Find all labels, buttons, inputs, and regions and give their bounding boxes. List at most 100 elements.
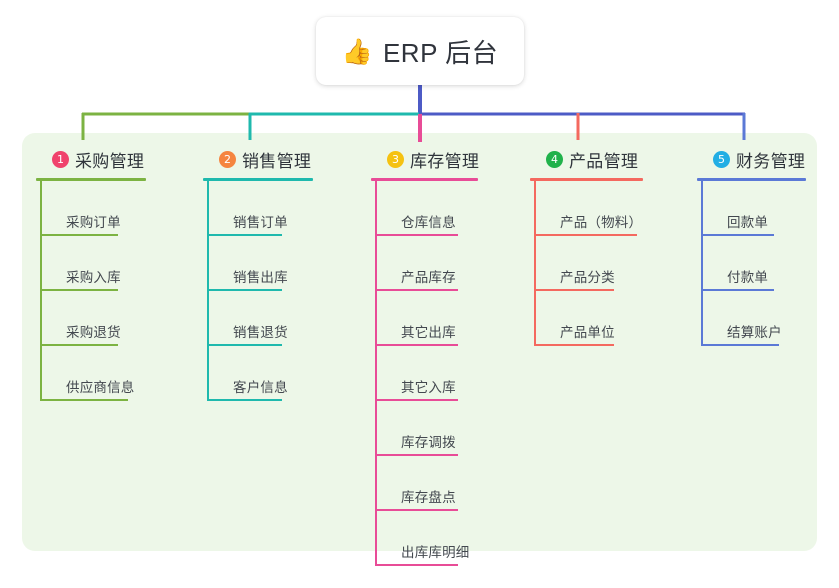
leaf-underline [40, 234, 118, 236]
branch-underline [530, 178, 643, 181]
root-title: ERP 后台 [382, 37, 499, 68]
leaf-underline [207, 344, 282, 346]
leaf-underline [375, 509, 458, 511]
leaf-item[interactable]: 产品（物料） [532, 181, 643, 236]
leaf-underline [701, 234, 774, 236]
leaf-item-label: 仓库信息 [401, 215, 456, 230]
leaf-item-label: 采购入库 [66, 270, 121, 285]
leaf-underline [534, 234, 637, 236]
leaf-item-label: 客户信息 [233, 380, 288, 395]
branch-underline [697, 178, 806, 181]
leaf-item[interactable]: 仓库信息 [373, 181, 479, 236]
leaf-item[interactable]: 库存调拨 [373, 401, 479, 456]
leaf-item[interactable]: 销售出库 [205, 236, 313, 291]
leaf-item[interactable]: 客户信息 [205, 346, 313, 401]
leaf-item[interactable]: 产品库存 [373, 236, 479, 291]
branch-title: 采购管理 [75, 151, 145, 171]
leaf-item-label: 销售退货 [233, 325, 288, 340]
leaf-underline [375, 234, 458, 236]
branch-number-badge: 3 [387, 150, 404, 168]
leaf-underline [40, 344, 118, 346]
branch-item-list: 回款单付款单结算账户 [697, 181, 806, 346]
leaf-item[interactable]: 采购订单 [38, 181, 146, 236]
leaf-underline [534, 289, 614, 291]
branch-number-badge: 4 [546, 150, 563, 168]
leaf-item-label: 产品分类 [560, 270, 615, 285]
branch-column-2: 2 销售管理销售订单销售出库销售退货客户信息 [203, 146, 313, 401]
leaf-connector-stem [207, 291, 209, 346]
leaf-item[interactable]: 出库库明细 [373, 511, 479, 566]
leaf-underline [40, 289, 118, 291]
branch-title: 销售管理 [242, 151, 312, 171]
leaf-item-label: 出库库明细 [401, 545, 470, 560]
leaf-item[interactable]: 结算账户 [699, 291, 806, 346]
branch-item-list: 采购订单采购入库采购退货供应商信息 [36, 181, 146, 401]
leaf-connector-stem [40, 291, 42, 346]
leaf-item[interactable]: 产品分类 [532, 236, 643, 291]
leaf-item-label: 库存盘点 [401, 490, 456, 505]
leaf-item[interactable]: 其它入库 [373, 346, 479, 401]
leaf-connector-stem [40, 181, 42, 236]
leaf-connector-stem [375, 346, 377, 401]
leaf-connector-stem [701, 181, 703, 236]
root-node[interactable]: 👍 ERP 后台 [316, 17, 524, 85]
leaf-connector-stem [375, 511, 377, 566]
thumbs-up-icon: 👍 [341, 37, 373, 66]
leaf-item-label: 销售订单 [233, 215, 288, 230]
leaf-item[interactable]: 销售退货 [205, 291, 313, 346]
leaf-item[interactable]: 付款单 [699, 236, 806, 291]
leaf-item[interactable]: 其它出库 [373, 291, 479, 346]
branch-title: 产品管理 [569, 151, 639, 171]
leaf-item-label: 回款单 [727, 215, 769, 230]
leaf-item-label: 产品（物料） [560, 215, 643, 230]
branch-header-1[interactable]: 1 采购管理 [36, 146, 146, 172]
leaf-connector-stem [701, 291, 703, 346]
leaf-item-label: 付款单 [727, 270, 769, 285]
leaf-item[interactable]: 采购入库 [38, 236, 146, 291]
leaf-connector-stem [375, 456, 377, 511]
branch-column-1: 1 采购管理采购订单采购入库采购退货供应商信息 [36, 146, 146, 401]
branch-item-list: 仓库信息产品库存其它出库其它入库库存调拨库存盘点出库库明细 [371, 181, 479, 566]
leaf-item-label: 采购退货 [66, 325, 121, 340]
leaf-underline [701, 289, 774, 291]
leaf-connector-stem [40, 346, 42, 401]
leaf-item[interactable]: 采购退货 [38, 291, 146, 346]
leaf-item-label: 产品单位 [560, 325, 615, 340]
leaf-connector-stem [207, 236, 209, 291]
leaf-item-label: 销售出库 [233, 270, 288, 285]
branch-column-5: 5 财务管理回款单付款单结算账户 [697, 146, 806, 346]
branch-header-5[interactable]: 5 财务管理 [697, 146, 806, 172]
leaf-connector-stem [375, 236, 377, 291]
leaf-item[interactable]: 库存盘点 [373, 456, 479, 511]
branch-header-2[interactable]: 2 销售管理 [203, 146, 313, 172]
branch-number-badge: 2 [219, 150, 236, 168]
leaf-connector-stem [375, 181, 377, 236]
leaf-item[interactable]: 回款单 [699, 181, 806, 236]
branch-number-badge: 1 [52, 150, 69, 168]
leaf-item-label: 其它入库 [401, 380, 456, 395]
leaf-underline [207, 234, 282, 236]
branch-number-badge: 5 [713, 150, 730, 168]
branch-header-4[interactable]: 4 产品管理 [530, 146, 643, 172]
leaf-underline [701, 344, 779, 346]
leaf-item[interactable]: 供应商信息 [38, 346, 146, 401]
branch-title: 财务管理 [736, 151, 806, 171]
branch-item-list: 产品（物料） 产品分类产品单位 [530, 181, 643, 346]
leaf-connector-stem [207, 181, 209, 236]
leaf-connector-stem [701, 236, 703, 291]
leaf-item[interactable]: 销售订单 [205, 181, 313, 236]
leaf-item-label: 结算账户 [727, 325, 782, 340]
leaf-connector-stem [375, 401, 377, 456]
leaf-item[interactable]: 产品单位 [532, 291, 643, 346]
diagram-panel [22, 133, 817, 551]
branch-underline [371, 178, 478, 181]
branch-column-4: 4 产品管理产品（物料） 产品分类产品单位 [530, 146, 643, 346]
branch-item-list: 销售订单销售出库销售退货客户信息 [203, 181, 313, 401]
leaf-connector-stem [534, 181, 536, 236]
leaf-underline [375, 454, 458, 456]
leaf-underline [534, 344, 614, 346]
leaf-item-label: 供应商信息 [66, 380, 135, 395]
